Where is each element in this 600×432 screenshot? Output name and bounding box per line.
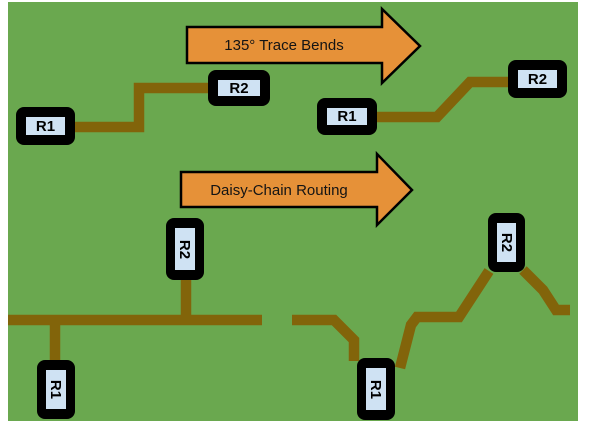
trace-daisy-chain-right [519,266,570,316]
component-label-plate: R1 [325,106,369,127]
component-label: R2 [176,239,194,259]
component-label-plate: R2 [516,68,559,90]
component-label: R1 [47,379,65,400]
component-label-plate: R2 [216,78,262,98]
component-r1-top-right: R1 [317,98,377,135]
pcb-board [8,2,578,421]
component-label: R2 [527,70,548,88]
arrow-135-trace-bends [185,6,422,86]
component-label: R1 [367,379,385,399]
arrow-daisy-chain-routing [179,150,414,229]
component-label-plate: R1 [44,368,68,411]
trace-90-degree-bend [68,82,212,133]
component-r2-top-left: R2 [208,70,270,106]
component-r1-bottom-left: R1 [37,360,75,419]
component-label: R2 [498,232,515,253]
component-label-plate: R1 [24,115,67,137]
component-r2-top-right: R2 [508,60,567,98]
component-label: R1 [337,108,357,125]
component-r1-bottom-right: R1 [357,358,395,420]
trace-daisy-chain-middle [394,268,494,370]
component-label: R2 [229,79,249,97]
arrow-label-135-trace-bends: 135° Trace Bends [224,37,343,54]
component-r1-top-left: R1 [16,107,75,145]
component-label: R1 [35,117,56,135]
trace-135-degree-bend [373,76,512,123]
component-r2-bottom-right: R2 [488,213,525,272]
component-label-plate: R2 [495,221,518,264]
component-label-plate: R2 [173,226,197,272]
component-label-plate: R1 [364,366,388,412]
trace-daisy-chain-left [292,314,360,361]
arrow-label-daisy-chain-routing: Daisy-Chain Routing [210,182,348,199]
component-r2-bottom-left: R2 [166,218,204,280]
